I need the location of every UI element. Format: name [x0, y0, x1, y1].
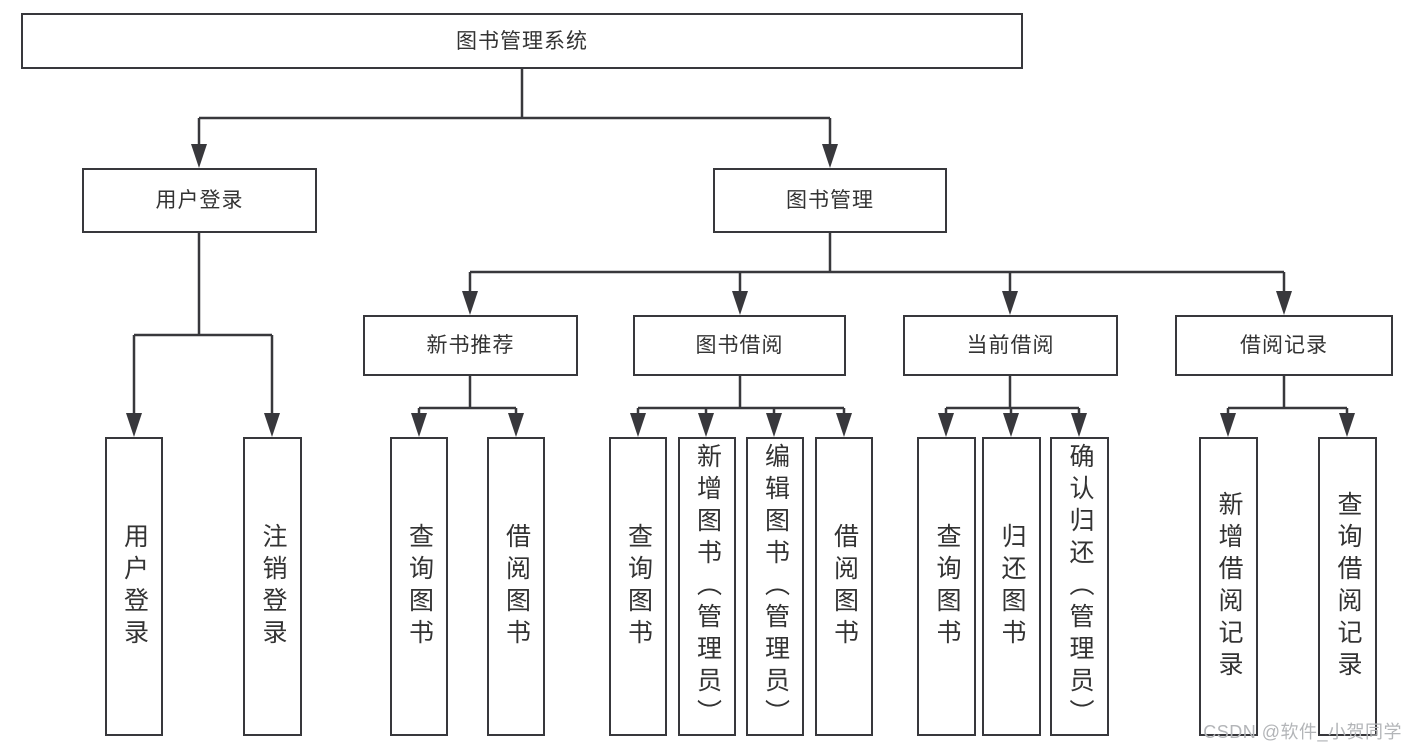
csdn-watermark: CSDN @软件_小贺同学: [1203, 722, 1402, 742]
node-book-borrowing: 图书借阅: [633, 315, 846, 376]
leaf-add-borrow-record: 新增借阅记录: [1199, 437, 1258, 736]
node-user-login: 用户登录: [82, 168, 317, 233]
leaf-query-borrow-record: 查询借阅记录: [1318, 437, 1377, 736]
node-book-management: 图书管理: [713, 168, 947, 233]
leaf-borrow-books-recommend: 借阅图书: [487, 437, 545, 736]
connector-current-borrowing-children: [938, 375, 1087, 437]
leaf-query-books-current: 查询图书: [917, 437, 976, 736]
connector-book-management-children: [462, 233, 1292, 315]
leaf-borrow-books-borrowing: 借阅图书: [815, 437, 873, 736]
leaf-query-books-borrowing: 查询图书: [609, 437, 667, 736]
leaf-logout: 注销登录: [243, 437, 302, 736]
leaf-user-login: 用户登录: [105, 437, 163, 736]
node-borrowing-records: 借阅记录: [1175, 315, 1393, 376]
leaf-add-book-admin: 新增图书（管理员）: [678, 437, 736, 736]
leaf-edit-book-admin: 编辑图书（管理员）: [746, 437, 804, 736]
leaf-confirm-return-admin: 确认归还（管理员）: [1050, 437, 1109, 736]
connector-user-login-children: [126, 233, 280, 437]
node-current-borrowing: 当前借阅: [903, 315, 1118, 376]
node-new-book-recommend: 新书推荐: [363, 315, 578, 376]
connector-root-to-level2: [191, 69, 838, 168]
connector-book-borrowing-children: [630, 375, 852, 437]
node-library-system: 图书管理系统: [21, 13, 1023, 69]
leaf-return-book: 归还图书: [982, 437, 1041, 736]
connector-new-book-recommend-children: [411, 376, 524, 437]
leaf-query-books-recommend: 查询图书: [390, 437, 448, 736]
connector-borrowing-records-children: [1220, 375, 1355, 437]
